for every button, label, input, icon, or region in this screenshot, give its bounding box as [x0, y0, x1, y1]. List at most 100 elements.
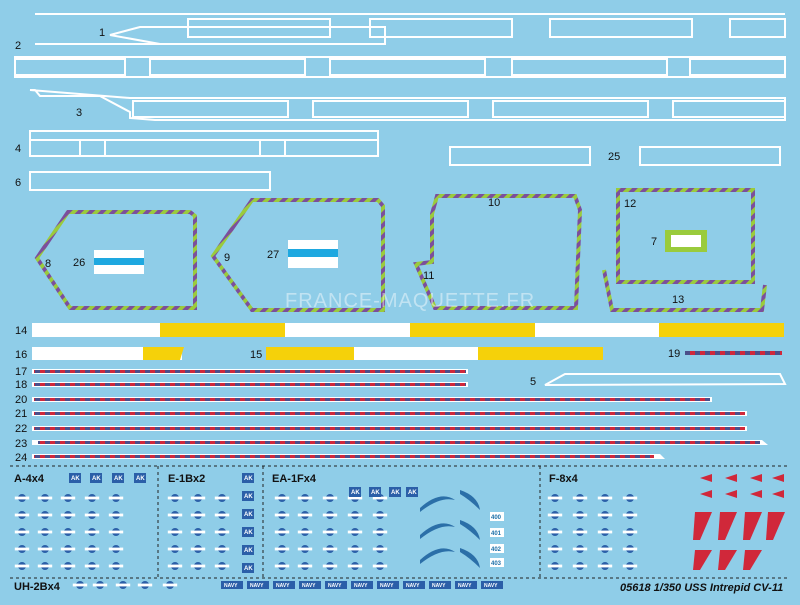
navy-marking [481, 581, 503, 589]
navy-marking [221, 581, 243, 589]
label-ea1f: EA-1Fx4 [272, 473, 317, 485]
ak-marking [242, 473, 254, 483]
navy-text: NAVY [458, 583, 472, 589]
navy-text: NAVY [250, 583, 264, 589]
roundel-bar [297, 496, 313, 500]
roundel-bar [572, 564, 588, 568]
decal-19 [685, 351, 782, 355]
ak-text: AK [244, 476, 253, 482]
roundel-bar [72, 583, 88, 587]
svg-text:402: 402 [491, 547, 502, 553]
roundel-bar [622, 530, 638, 534]
ak-text: AK [391, 490, 400, 496]
label-16: 16 [15, 349, 27, 361]
roundel-bar [37, 513, 53, 517]
roundel-bar [190, 547, 206, 551]
label-a4: A-4x4 [14, 473, 45, 485]
navy-text: NAVY [406, 583, 420, 589]
roundel-bar [322, 496, 338, 500]
decal-2 [14, 56, 786, 78]
ak-marking [369, 487, 381, 497]
decal-26-flag [94, 250, 144, 274]
label-f8: F-8x4 [549, 473, 579, 485]
roundel-bar [372, 564, 388, 568]
roundel-bar [347, 530, 363, 534]
label-26: 26 [73, 257, 85, 269]
decal-16 [32, 347, 184, 360]
ea1f-numbers: 400 401 402 403 [490, 512, 504, 567]
roundel-bar [84, 496, 100, 500]
roundel-bar [297, 530, 313, 534]
ak-text: AK [244, 530, 253, 536]
roundel-bar [108, 513, 124, 517]
a4-markings: AK AK AK AK [69, 473, 146, 483]
roundel-bar [347, 496, 363, 500]
roundel-bar [167, 513, 183, 517]
roundel-bar [214, 547, 230, 551]
roundel-bar [60, 513, 76, 517]
roundel-bar [214, 513, 230, 517]
label-18: 18 [15, 379, 27, 391]
label-3: 3 [76, 107, 82, 119]
roundel-bar [14, 513, 30, 517]
ak-text: AK [408, 490, 417, 496]
navy-marking [273, 581, 295, 589]
svg-text:401: 401 [491, 531, 502, 537]
navy-text: NAVY [380, 583, 394, 589]
ak-marking [389, 487, 401, 497]
roundel-bar [37, 530, 53, 534]
roundel-bar [137, 583, 153, 587]
decal-27-flag [288, 240, 338, 268]
label-13: 13 [672, 294, 684, 306]
navy-marking [455, 581, 477, 589]
roundel-bar [572, 513, 588, 517]
roundel-bar [14, 547, 30, 551]
ak-marking [242, 563, 254, 573]
label-25: 25 [608, 151, 620, 163]
decal-12-13-outline [602, 188, 767, 312]
ak-text: AK [244, 548, 253, 554]
navy-text: NAVY [276, 583, 290, 589]
label-2: 2 [15, 40, 21, 52]
stripe-decals [32, 369, 768, 459]
roundel-bar [547, 496, 563, 500]
svg-text:400: 400 [491, 515, 502, 521]
label-22: 22 [15, 423, 27, 435]
roundel-bar [297, 547, 313, 551]
roundel-bar [84, 547, 100, 551]
svg-text:AK: AK [92, 476, 101, 482]
label-14: 14 [15, 325, 27, 337]
label-12: 12 [624, 198, 636, 210]
label-20: 20 [15, 394, 27, 406]
ak-text: AK [244, 512, 253, 518]
roundel-bar [84, 564, 100, 568]
navy-text: NAVY [224, 583, 238, 589]
roundel-bar [214, 530, 230, 534]
roundel-bar [622, 547, 638, 551]
roundel-bar [14, 530, 30, 534]
roundel-bar [547, 564, 563, 568]
ak-text: AK [244, 494, 253, 500]
label-17: 17 [15, 366, 27, 378]
label-8: 8 [45, 258, 51, 270]
svg-text:403: 403 [491, 561, 502, 567]
roundel-bar [347, 564, 363, 568]
ak-text: AK [244, 566, 253, 572]
decal-7 [665, 230, 707, 252]
roundel-bar [572, 547, 588, 551]
decal-10-11-outline [413, 194, 583, 310]
roundel-bar [60, 564, 76, 568]
navy-marking [377, 581, 399, 589]
roundel-bar [322, 564, 338, 568]
roundel-bar [372, 513, 388, 517]
navy-marking [299, 581, 321, 589]
decal-8-outline [34, 210, 197, 310]
roundel-bar [547, 513, 563, 517]
roundel-bar [597, 496, 613, 500]
roundel-bar [297, 513, 313, 517]
ak-marking [242, 527, 254, 537]
label-6: 6 [15, 177, 21, 189]
roundel-bar [84, 513, 100, 517]
